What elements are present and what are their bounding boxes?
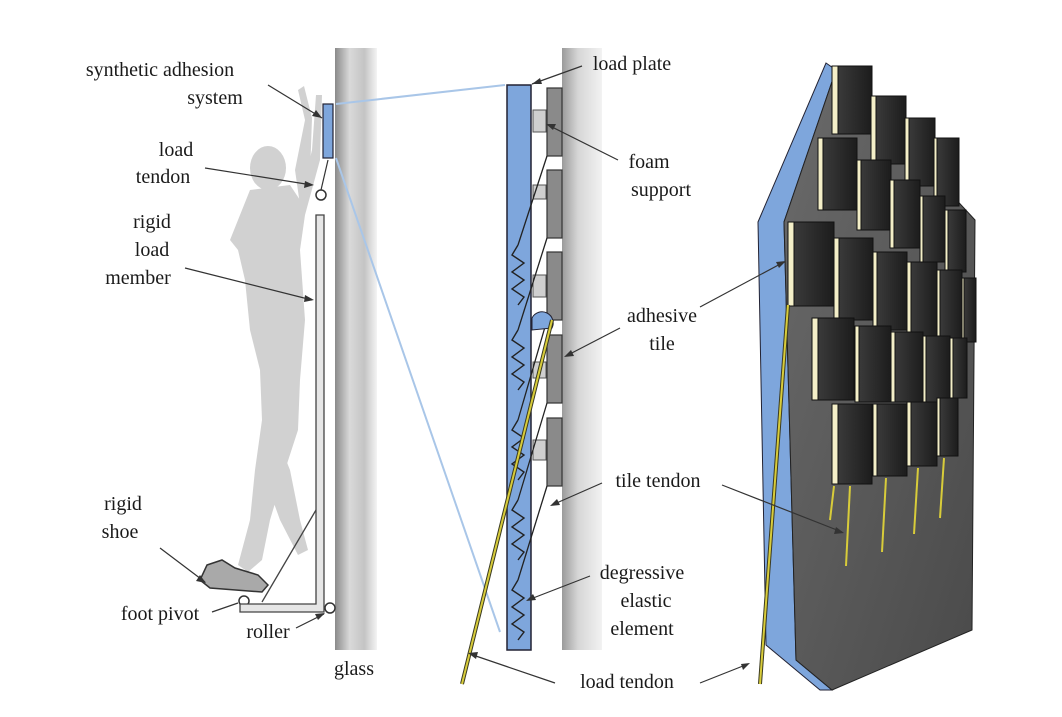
label-load: load bbox=[159, 139, 193, 161]
label-rigid: rigid bbox=[133, 211, 171, 233]
label-load-tendon-bottom: load tendon bbox=[580, 671, 674, 693]
label-glass: glass bbox=[334, 658, 374, 680]
label-tile-tendon: tile tendon bbox=[616, 470, 701, 492]
person-silhouette bbox=[230, 86, 322, 572]
load-plate bbox=[506, 84, 532, 651]
label-member: member bbox=[105, 267, 171, 289]
tile-tendons-3d bbox=[829, 457, 945, 567]
roller bbox=[324, 602, 336, 614]
label-adhesive: adhesive bbox=[627, 305, 697, 327]
label-rigid-shoe-2: shoe bbox=[102, 521, 139, 543]
adhesive-tiles-side bbox=[546, 87, 563, 487]
glass-wall-middle bbox=[562, 48, 602, 650]
synthetic-adhesion-system bbox=[322, 103, 334, 159]
rigid-shoe bbox=[199, 559, 270, 593]
label-elastic: elastic bbox=[620, 590, 671, 612]
adhesive-tiles-3d bbox=[787, 65, 977, 485]
label-load-plate: load plate bbox=[593, 53, 671, 75]
glass-wall-left bbox=[335, 48, 377, 650]
label-synthetic-adhesion: synthetic adhesion bbox=[86, 59, 234, 81]
label-roller: roller bbox=[246, 621, 290, 643]
label-degressive: degressive bbox=[600, 562, 685, 584]
label-load-2: load bbox=[135, 239, 169, 261]
foam-supports bbox=[532, 109, 547, 461]
label-foot-pivot: foot pivot bbox=[121, 603, 200, 625]
rigid-load-member bbox=[239, 214, 325, 613]
label-support: support bbox=[631, 179, 691, 201]
label-tendon: tendon bbox=[136, 166, 190, 188]
label-rigid-shoe-1: rigid bbox=[104, 493, 142, 515]
label-tile: tile bbox=[649, 333, 675, 355]
label-element: element bbox=[610, 618, 674, 640]
label-synthetic-adhesion-2: system bbox=[187, 87, 243, 109]
label-foam: foam bbox=[628, 151, 670, 173]
tile-tendons bbox=[517, 155, 548, 581]
load-tendon-ring bbox=[315, 189, 327, 201]
